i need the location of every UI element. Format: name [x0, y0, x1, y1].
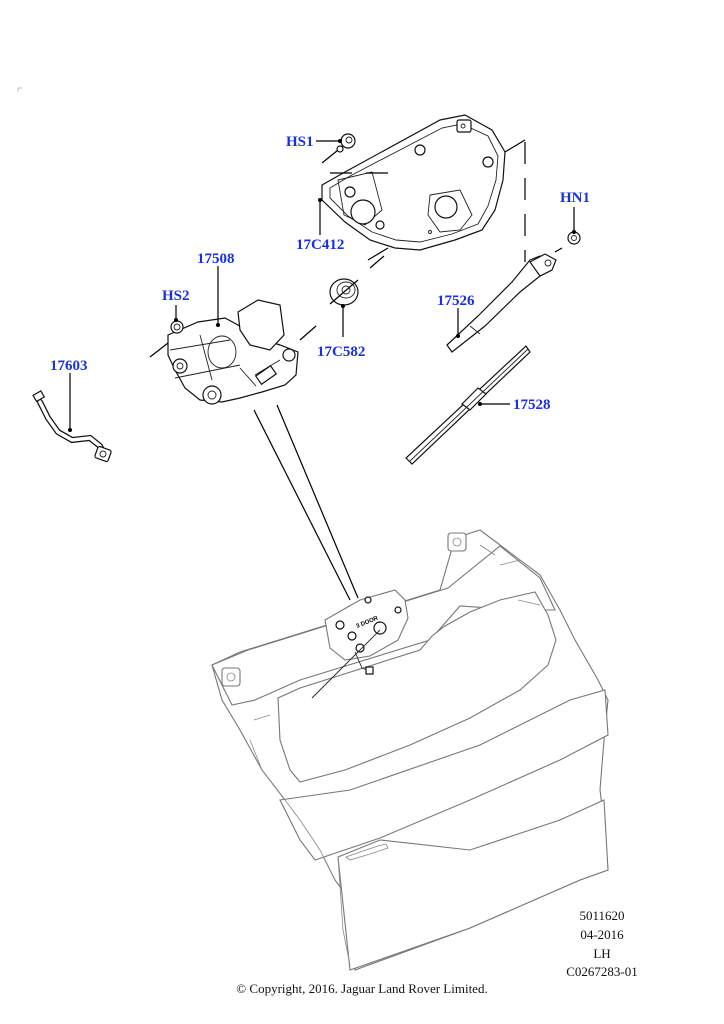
callout-17c582[interactable]: 17C582 — [317, 344, 365, 360]
illustration-side: LH — [593, 946, 611, 961]
screw-hs2 — [170, 320, 184, 334]
wiring-harness — [32, 390, 112, 463]
leader-lines — [68, 139, 576, 432]
callout-17528[interactable]: 17528 — [513, 397, 551, 413]
callout-17508[interactable]: 17508 — [197, 251, 235, 267]
callout-hs1[interactable]: HS1 — [286, 134, 314, 150]
illustration-date: 04-2016 — [580, 927, 624, 942]
grommet-17c582 — [329, 278, 359, 306]
callout-hs2[interactable]: HS2 — [162, 288, 190, 304]
wiper-motor — [167, 299, 299, 405]
callout-17c412[interactable]: 17C412 — [296, 237, 344, 253]
callout-hn1[interactable]: HN1 — [560, 190, 590, 206]
liftgate-assembly: 3 DOOR — [211, 529, 609, 971]
corner-mark — [17, 87, 22, 92]
wiper-arm — [446, 253, 557, 353]
trim-cover-panel — [321, 114, 506, 251]
callout-17526[interactable]: 17526 — [437, 293, 475, 309]
copyright-notice: © Copyright, 2016. Jaguar Land Rover Lim… — [236, 981, 488, 996]
screw-hs1 — [336, 133, 356, 153]
illustration-number: 5011620 — [579, 908, 625, 923]
callout-17603[interactable]: 17603 — [50, 358, 88, 374]
illustration-code: C0267283-01 — [566, 964, 638, 979]
wiper-blade — [405, 345, 531, 465]
